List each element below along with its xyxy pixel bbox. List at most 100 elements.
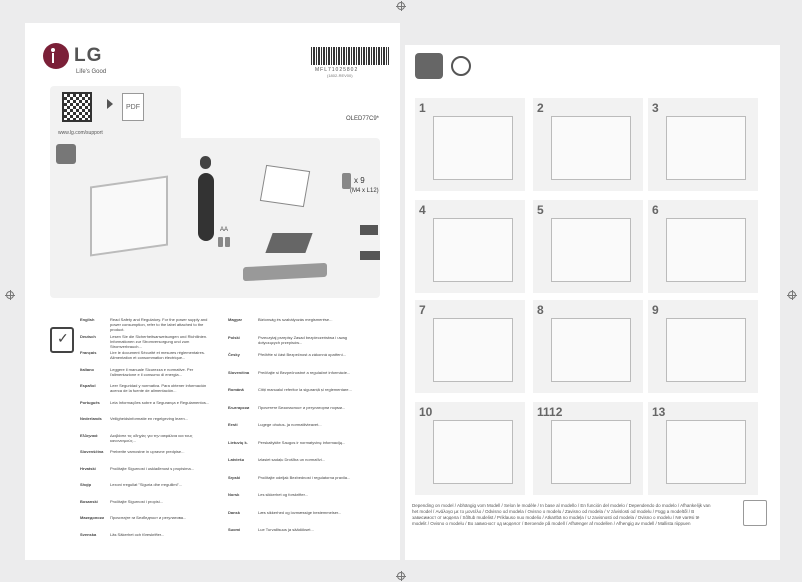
footer-note: Depending on model / Abhängig vom Modell…	[412, 503, 711, 526]
regulatory-text: Διαβάστε τις οδηγίες για την ασφάλεια κα…	[110, 432, 193, 443]
registration-mark-left	[5, 290, 15, 300]
regulatory-item: Magyar Biztonság és szabályozás megismeré…	[228, 317, 362, 322]
registration-mark-top	[396, 1, 406, 11]
language-name: Español	[80, 383, 96, 388]
regulatory-text: Izlasiet sadaļu Drošība un normatīvi...	[258, 457, 325, 462]
language-name: Deutsch	[80, 333, 96, 339]
install-step: 2	[533, 98, 643, 191]
arrow-right-icon	[107, 99, 113, 109]
support-url[interactable]: www.lg.com/support	[58, 130, 103, 136]
regulatory-item: Română Citiți manualul referitor la sigur…	[228, 387, 362, 392]
barcode-sub: (1802-REV00)	[327, 73, 353, 78]
regulatory-item: Deutsch Lesen Sie die Sicherheitsanweisun…	[80, 334, 214, 349]
language-name: Eesti	[228, 422, 238, 427]
install-step: 4	[415, 200, 525, 293]
language-name: Slovenčina	[228, 369, 250, 375]
language-name: Latviešu	[228, 457, 245, 462]
language-name: Svenska	[80, 531, 97, 537]
registration-mark-bottom	[396, 571, 406, 581]
brand-tagline: Life's Good	[76, 69, 107, 75]
step-number: 6	[652, 203, 659, 217]
screw-icon	[342, 173, 351, 189]
regulatory-text: Preberite varnostne in upravne predpise.…	[110, 449, 185, 454]
qr-code-icon[interactable]	[62, 92, 92, 122]
step-illustration	[551, 116, 631, 180]
install-step: 3	[648, 98, 758, 191]
remote-control-illustration	[198, 173, 214, 241]
regulatory-text: Biztonság és szabályozás megismerése...	[258, 317, 333, 322]
lg-logo: LG	[43, 43, 102, 69]
install-step: 9	[648, 300, 758, 393]
regulatory-text: Læs sikkerhed og lovmæssige bestemmelser…	[258, 509, 342, 515]
language-name: Norsk	[228, 492, 240, 497]
regulatory-text: Lesen Sie die Sicherheitsanweisungen und…	[110, 333, 208, 349]
step-number: 7	[419, 303, 426, 317]
step-illustration	[551, 218, 631, 282]
regulatory-text: Prečítajte si Bezpečnostné a regulačné i…	[258, 369, 351, 375]
package-icon	[56, 144, 76, 164]
brand-name: LG	[74, 45, 103, 66]
language-name: Ελληνικά	[80, 432, 98, 438]
regulatory-text: Прочитајте ги Безбедност и регулатива...	[110, 515, 187, 520]
step-number: 5	[537, 203, 544, 217]
regulatory-item: Lietuvių k.Perskaitykite Saugos ir norma…	[228, 440, 362, 445]
regulatory-text: Přečtěte si část Bezpečnost a zákonná op…	[258, 352, 347, 357]
regulatory-text: Lire le document Sécurité et mesures rég…	[110, 350, 205, 360]
step-number: 9	[652, 303, 659, 317]
step-number: 4	[419, 203, 426, 217]
language-name: Bosanski	[80, 498, 98, 504]
left-panel: LG Life's Good MFL71025802 (1802-REV00) …	[25, 23, 400, 560]
step-illustration	[666, 218, 746, 282]
regulatory-text: Прочетете Безопасност и регулаторни норм…	[258, 404, 346, 410]
step-illustration	[433, 218, 513, 282]
step-illustration	[666, 420, 746, 484]
step-illustration	[551, 420, 631, 484]
stand-cover-illustration	[360, 251, 380, 260]
language-name: Polski	[228, 334, 240, 340]
pdf-icon: PDF	[122, 93, 144, 121]
barcode-icon	[311, 47, 389, 65]
battery-icon	[218, 237, 223, 247]
install-step: 8	[533, 300, 643, 393]
lg-logo-icon	[43, 43, 69, 69]
language-name: Български	[228, 404, 250, 410]
regulatory-text: Citiți manualul referitor la siguranță ș…	[258, 387, 352, 392]
regulatory-item: Slovenčina Prečítajte si Bezpečnostné a r…	[228, 370, 362, 375]
step-number: 10	[419, 405, 433, 419]
language-name: Magyar	[228, 317, 243, 322]
language-name: Français	[80, 350, 97, 355]
barcode-code: MFL71025802	[315, 67, 359, 73]
support-box: PDF www.lg.com/support	[50, 86, 181, 143]
stand-base-illustration	[243, 262, 327, 282]
stand-cover-illustration	[360, 225, 378, 235]
regulatory-text: Perskaitykite Saugos ir normatyvinę info…	[258, 439, 346, 445]
no-chemicals-icon	[451, 56, 471, 76]
language-name: Português	[80, 399, 100, 405]
step-number: 1112	[537, 405, 563, 419]
battery-label: AA	[220, 227, 229, 233]
wall-mount-icon	[743, 500, 767, 526]
language-name: Română	[228, 387, 244, 392]
registration-mark-right	[787, 290, 797, 300]
install-step: 1	[415, 98, 525, 191]
step-illustration	[551, 318, 631, 382]
bluetooth-icon	[200, 156, 211, 169]
regulatory-text: Pročitajte odeljak Bezbednost i regulato…	[258, 474, 351, 480]
regulatory-item: Français Lire le document Sécurité et mes…	[80, 350, 214, 360]
step-illustration	[666, 318, 746, 382]
language-name: Nederlands	[80, 416, 102, 421]
language-name: Shqip	[80, 482, 92, 487]
stand-body-illustration	[265, 233, 313, 253]
